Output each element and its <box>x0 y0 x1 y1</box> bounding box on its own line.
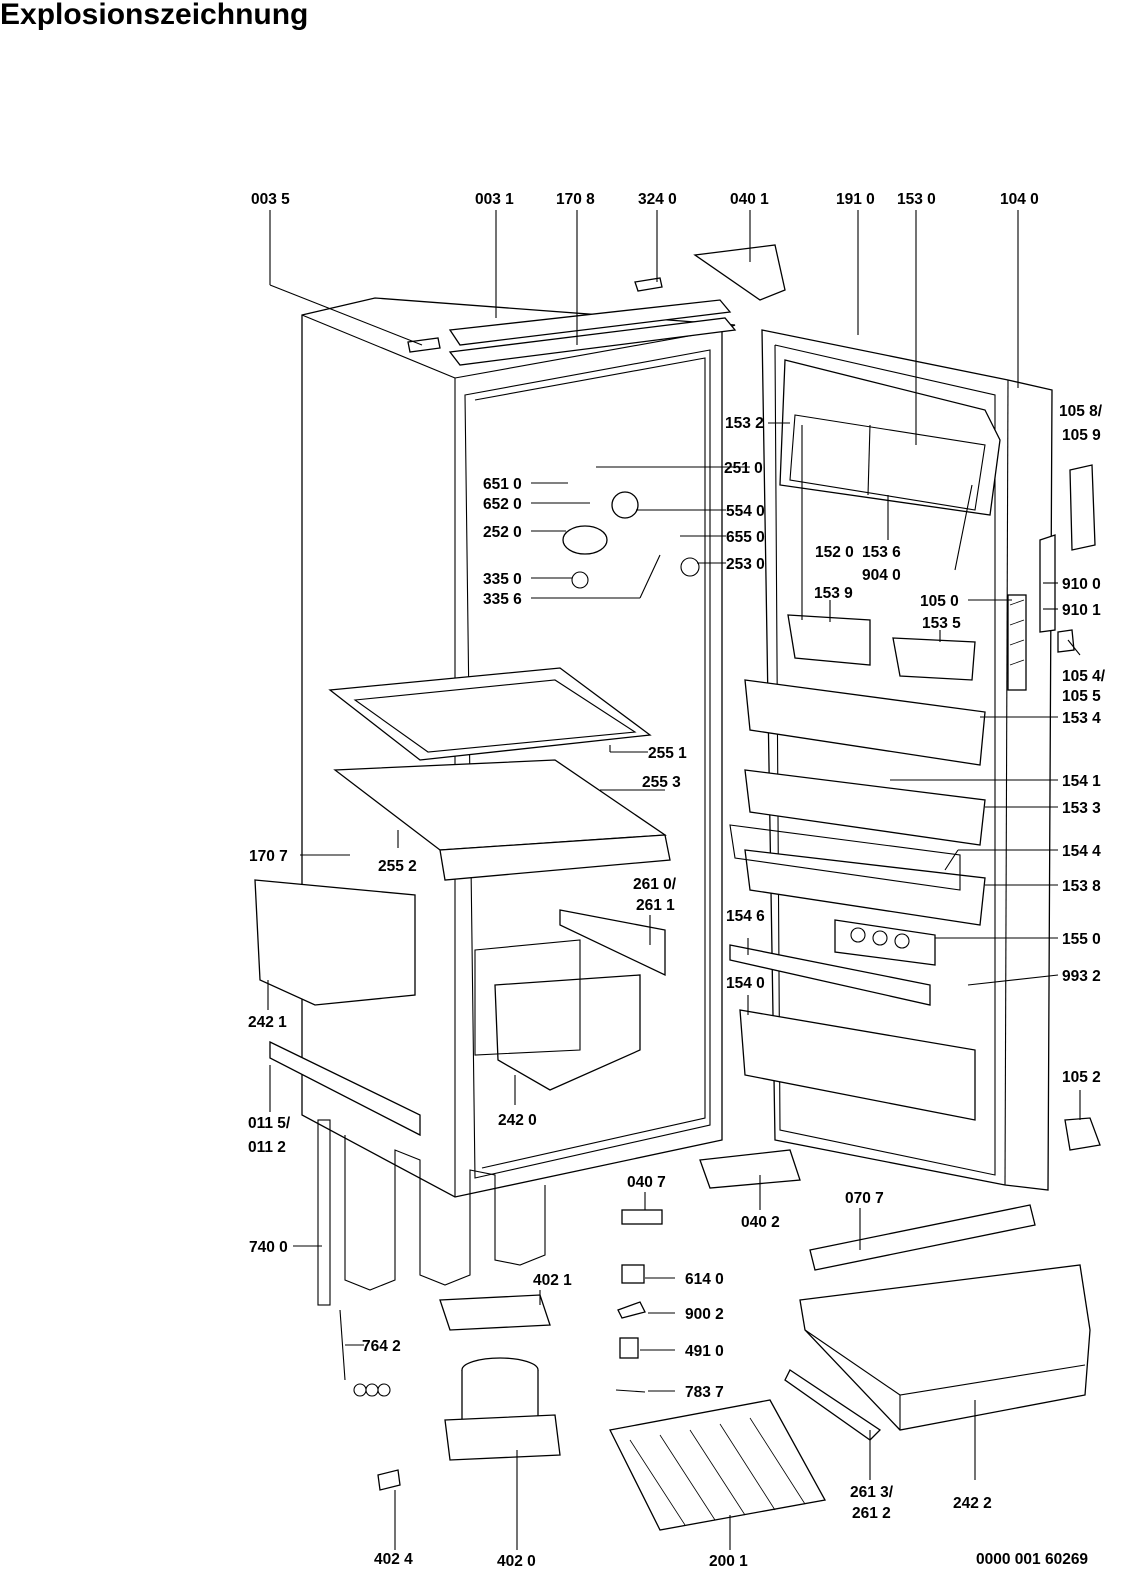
part-label-153-0: 153 0 <box>897 191 936 208</box>
part-label-261-3: 261 3/ <box>850 1484 894 1501</box>
part-label-255-2: 255 2 <box>378 858 417 875</box>
part-label-105-0: 105 0 <box>920 593 959 610</box>
part-label-070-7: 070 7 <box>845 1190 884 1207</box>
small-parts <box>377 244 801 1491</box>
part-label-335-6: 335 6 <box>483 591 522 608</box>
part-label-324-0: 324 0 <box>638 191 677 208</box>
part-label-242-2: 242 2 <box>953 1495 992 1512</box>
bottom-drawers <box>609 1204 1091 1531</box>
part-label-764-2: 764 2 <box>362 1338 401 1355</box>
part-label-003-5: 003 5 <box>251 191 290 208</box>
part-label-153-6: 153 6 <box>862 544 901 561</box>
part-labels: 003 5 003 1 170 8 324 0 040 1 191 0 153 … <box>248 191 1106 1570</box>
part-label-154-1: 154 1 <box>1062 773 1101 790</box>
part-label-155-0: 155 0 <box>1062 931 1101 948</box>
part-label-402-1: 402 1 <box>533 1272 572 1289</box>
part-label-040-2: 040 2 <box>741 1214 780 1231</box>
part-label-105-2: 105 2 <box>1062 1069 1101 1086</box>
part-label-153-3: 153 3 <box>1062 800 1101 817</box>
part-label-153-8: 153 8 <box>1062 878 1101 895</box>
part-label-261-0: 261 0/ <box>633 876 677 893</box>
part-label-104-0: 104 0 <box>1000 191 1039 208</box>
part-label-003-1: 003 1 <box>475 191 514 208</box>
part-label-252-0: 252 0 <box>483 524 522 541</box>
part-label-255-1: 255 1 <box>648 745 687 762</box>
part-label-261-2: 261 2 <box>852 1505 891 1522</box>
part-label-900-2: 900 2 <box>685 1306 724 1323</box>
part-label-105-8: 105 8/ <box>1059 403 1103 420</box>
part-label-191-0: 191 0 <box>836 191 875 208</box>
part-label-170-7: 170 7 <box>249 848 288 865</box>
part-label-402-0: 402 0 <box>497 1553 536 1570</box>
part-label-242-0: 242 0 <box>498 1112 537 1129</box>
part-label-152-0: 152 0 <box>815 544 854 561</box>
part-label-993-2: 993 2 <box>1062 968 1101 985</box>
part-label-491-0: 491 0 <box>685 1343 724 1360</box>
part-label-170-8: 170 8 <box>556 191 595 208</box>
condenser-and-compressor <box>317 1119 561 1461</box>
part-label-402-4: 402 4 <box>374 1551 413 1568</box>
part-label-200-1: 200 1 <box>709 1553 748 1570</box>
part-label-335-0: 335 0 <box>483 571 522 588</box>
part-label-740-0: 740 0 <box>249 1239 288 1256</box>
part-label-652-0: 652 0 <box>483 496 522 513</box>
part-label-554-0: 554 0 <box>726 503 765 520</box>
leader-lines <box>267 210 1081 1550</box>
part-label-154-4: 154 4 <box>1062 843 1101 860</box>
part-label-040-7: 040 7 <box>627 1174 666 1191</box>
part-label-153-9: 153 9 <box>814 585 853 602</box>
part-label-655-0: 655 0 <box>726 529 765 546</box>
part-label-242-1: 242 1 <box>248 1014 287 1031</box>
part-label-011-2: 011 2 <box>248 1139 286 1156</box>
part-label-614-0: 614 0 <box>685 1271 724 1288</box>
part-label-105-9: 105 9 <box>1062 427 1101 444</box>
page-title: Explosionszeichnung <box>0 0 309 31</box>
part-label-040-1: 040 1 <box>730 191 769 208</box>
part-label-910-0: 910 0 <box>1062 576 1101 593</box>
interior-shelves <box>254 491 700 1137</box>
part-label-251-0: 251 0 <box>724 460 763 477</box>
part-label-651-0: 651 0 <box>483 476 522 493</box>
part-label-253-0: 253 0 <box>726 556 765 573</box>
part-label-910-1: 910 1 <box>1062 602 1101 619</box>
part-label-153-4: 153 4 <box>1062 710 1101 727</box>
part-label-783-7: 783 7 <box>685 1384 724 1401</box>
part-label-011-5: 011 5/ <box>248 1115 291 1132</box>
document-number: 0000 001 60269 <box>976 1551 1088 1568</box>
door-shelves <box>729 359 1001 1121</box>
part-label-105-4: 105 4/ <box>1062 668 1106 685</box>
part-label-904-0: 904 0 <box>862 567 901 584</box>
part-label-153-2: 153 2 <box>725 415 764 432</box>
part-label-154-0: 154 0 <box>726 975 765 992</box>
part-label-261-1: 261 1 <box>636 897 675 914</box>
part-label-154-6: 154 6 <box>726 908 765 925</box>
part-label-153-5: 153 5 <box>922 615 961 632</box>
part-label-255-3: 255 3 <box>642 774 681 791</box>
part-label-105-5: 105 5 <box>1062 688 1101 705</box>
